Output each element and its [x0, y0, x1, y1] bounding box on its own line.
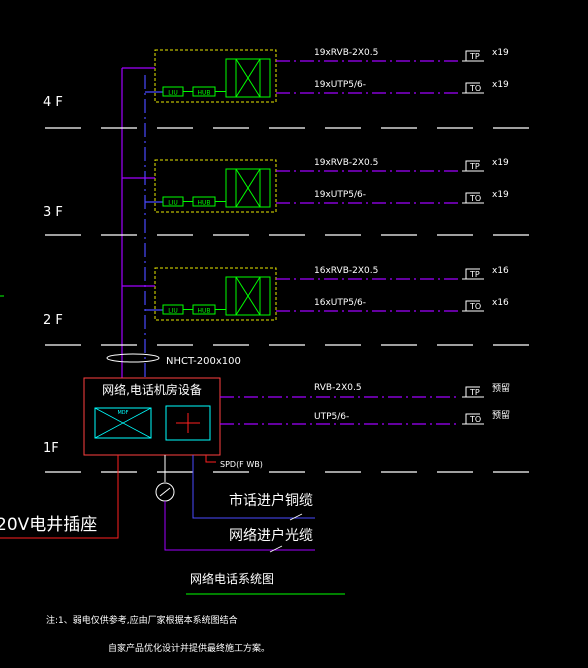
data-cable-label-3: UTP5/6- — [314, 412, 349, 422]
hub-label-2: HUB — [197, 308, 210, 315]
riser-trunk-ellipse — [106, 353, 160, 363]
outlet-to-label-3: TO — [469, 415, 481, 424]
floor-label-1: 3 F — [43, 205, 63, 220]
outlet-to-count-1: x19 — [492, 190, 509, 200]
ttv-cable-label-0: 19xRVB-2X0.5 — [314, 48, 378, 58]
outlet-tp-symbol-3 — [465, 386, 480, 397]
data-cable-label-0: 19xUTP5/6- — [314, 80, 366, 90]
diagram-title: 网络电话系统图 — [190, 571, 274, 586]
outlet-tp-label-3: TP — [469, 388, 480, 397]
distribution-frame-1 — [225, 168, 271, 208]
riser-trunk-label: NHCT-200x100 — [166, 356, 241, 367]
outlet-to-symbol-2 — [465, 300, 480, 311]
machine-room-title: 网络,电话机房设备 — [102, 382, 202, 397]
mdf-frame — [94, 407, 152, 439]
outlet-tp-count-3: 预留 — [492, 382, 510, 394]
outlet-tp-count-0: x19 — [492, 48, 509, 58]
distribution-frame-2 — [225, 276, 271, 316]
incoming-copper-line — [192, 455, 315, 519]
spd-label: SPD(F WB) — [220, 460, 263, 469]
incoming-fiber-label: 网络进户光缆 — [229, 527, 313, 544]
outlet-to-count-3: 预留 — [492, 409, 510, 421]
liu-label-0: LIU — [168, 90, 178, 97]
incoming-copper-label: 市话进户铜缆 — [229, 492, 313, 509]
liu-label-1: LIU — [168, 200, 178, 207]
outlet-to-label-2: TO — [469, 302, 481, 311]
outlet-tp-count-1: x19 — [492, 158, 509, 168]
outlet-tp-label-0: TP — [469, 52, 480, 61]
outlet-to-count-0: x19 — [492, 80, 509, 90]
outlet-to-symbol-3 — [465, 413, 480, 424]
distribution-box-0 — [154, 49, 277, 103]
distribution-frame-cross-b-1 — [235, 168, 261, 208]
outlet-tp-symbol-1 — [465, 160, 480, 171]
machine-room-frame — [83, 377, 221, 456]
distribution-box-2 — [154, 267, 277, 321]
outlet-to-count-2: x16 — [492, 298, 509, 308]
data-cable-label-1: 19xUTP5/6- — [314, 190, 366, 200]
ttv-cable-label-1: 19xRVB-2X0.5 — [314, 158, 378, 168]
outlet-to-label-0: TO — [469, 84, 481, 93]
outlet-tp-symbol-0 — [465, 50, 480, 61]
telephone-switch-frame — [165, 405, 211, 441]
ttv-cable-label-3: RVB-2X0.5 — [314, 383, 362, 393]
data-cable-label-2: 16xUTP5/6- — [314, 298, 366, 308]
mdf-label: MDF — [117, 410, 128, 416]
floor-label-0: 4 F — [43, 95, 63, 110]
note-line-2: 自家产品优化设计并提供最终施工方案。 — [108, 642, 270, 654]
liu-label-2: LIU — [168, 308, 178, 315]
hub-label-0: HUB — [197, 90, 210, 97]
outlet-tp-label-2: TP — [469, 270, 480, 279]
outlet-tp-label-1: TP — [469, 162, 480, 171]
distribution-frame-cross-b-2 — [235, 276, 261, 316]
outlet-tp-symbol-2 — [465, 268, 480, 279]
outlet-to-label-1: TO — [469, 194, 481, 203]
floor-label-3: 1F — [43, 441, 59, 456]
spd-wire — [205, 455, 216, 463]
distribution-box-1 — [154, 159, 277, 213]
distribution-frame-0 — [225, 58, 271, 98]
floor-label-2: 2 F — [43, 313, 63, 328]
hub-label-1: HUB — [197, 200, 210, 207]
outlet-to-symbol-1 — [465, 192, 480, 203]
machine-room: 网络,电话机房设备 MDF — [83, 377, 221, 456]
ttv-cable-label-2: 16xRVB-2X0.5 — [314, 266, 378, 276]
power-socket-label: 20V电井插座 — [0, 515, 97, 535]
power-socket-wire — [0, 455, 119, 539]
outlet-tp-count-2: x16 — [492, 266, 509, 276]
note-line-1: 注:1、弱电仅供参考,应由厂家根据本系统图结合 — [46, 614, 238, 626]
outlet-to-symbol-0 — [465, 82, 480, 93]
distribution-frame-cross-b-0 — [235, 58, 261, 98]
